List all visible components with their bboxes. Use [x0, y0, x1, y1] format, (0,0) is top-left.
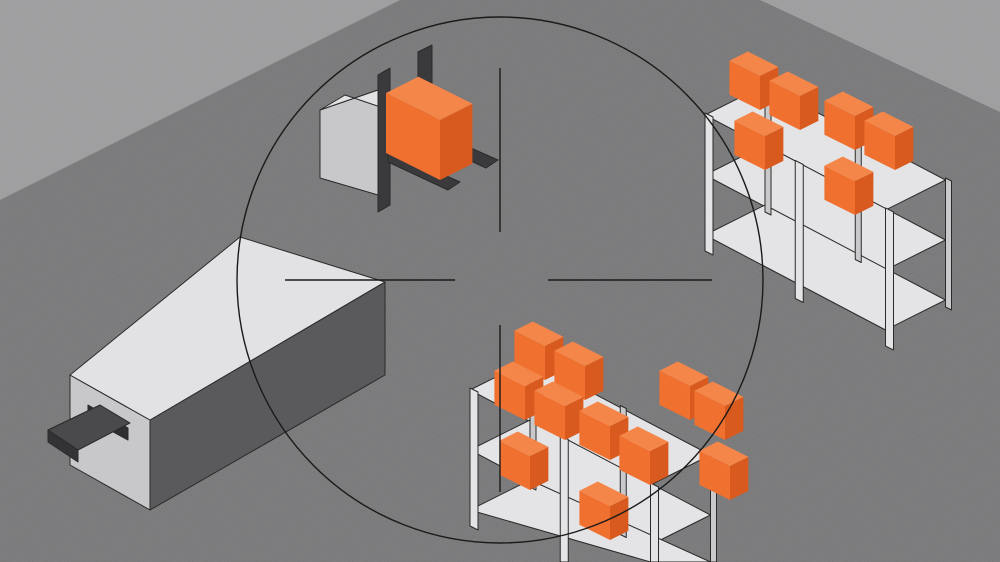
- shelf-post-back: [945, 177, 952, 311]
- box-left-face: [729, 60, 760, 110]
- box-right-face: [895, 126, 914, 170]
- machine-tray-edge: [47, 429, 79, 463]
- box-top-face: [699, 441, 749, 466]
- box-top-face: [494, 361, 544, 386]
- box-right-face: [650, 441, 669, 485]
- box-left-face: [579, 410, 610, 460]
- box-top-face: [499, 431, 549, 456]
- box-left-face: [386, 93, 440, 180]
- shelf-post: [794, 160, 804, 303]
- storage-shelf-right: [704, 51, 952, 351]
- orange-box: [864, 111, 914, 170]
- orange-box: [769, 71, 819, 130]
- box-left-face: [824, 100, 855, 150]
- conveyor-machine-illustration: [47, 236, 386, 511]
- box-left-face: [619, 435, 650, 485]
- box-right-face: [855, 171, 874, 215]
- shelf-post: [885, 207, 894, 351]
- box-right-face: [730, 456, 749, 500]
- orange-box: [499, 431, 549, 490]
- box-top-face: [694, 381, 744, 406]
- box-right-face: [800, 86, 819, 130]
- machine-top-face: [69, 236, 386, 421]
- box-top-face: [864, 111, 914, 136]
- box-right-face: [440, 103, 473, 180]
- box-left-face: [699, 450, 730, 500]
- forklift-illustration: [319, 44, 499, 213]
- box-top-face: [729, 51, 779, 76]
- orange-box: [534, 381, 584, 440]
- box-top-face: [824, 156, 874, 181]
- box-left-face: [494, 370, 525, 420]
- box-top-face: [579, 481, 629, 506]
- storage-shelf-bottom: [469, 321, 749, 562]
- box-top-face: [619, 426, 669, 451]
- box-top-face: [386, 76, 473, 120]
- box-left-face: [499, 440, 530, 490]
- box-left-face: [734, 120, 765, 170]
- box-top-face: [659, 361, 709, 386]
- orange-box: [619, 426, 669, 485]
- box-left-face: [864, 120, 895, 170]
- box-top-face: [734, 111, 784, 136]
- box-top-face: [579, 401, 629, 426]
- box-right-face: [530, 446, 549, 490]
- box-top-face: [514, 321, 564, 346]
- orange-box: [824, 156, 874, 215]
- shelf-post: [704, 112, 714, 256]
- box-top-face: [534, 381, 584, 406]
- box-top-face: [769, 71, 819, 96]
- orange-box: [824, 91, 874, 150]
- box-left-face: [659, 370, 690, 420]
- box-left-face: [824, 165, 855, 215]
- shelf-post: [650, 482, 659, 562]
- crosshair-target-icon: [236, 16, 764, 544]
- box-top-face: [824, 91, 874, 116]
- shelf-post: [559, 435, 569, 562]
- orange-box: [699, 441, 749, 500]
- box-right-face: [765, 126, 784, 170]
- box-right-face: [585, 356, 604, 400]
- orange-box: [734, 111, 784, 170]
- box-right-face: [610, 496, 629, 540]
- box-left-face: [534, 390, 565, 440]
- box-right-face: [565, 396, 584, 440]
- box-top-face: [554, 341, 604, 366]
- orange-box: [386, 76, 473, 180]
- shelf-post: [469, 387, 479, 531]
- box-left-face: [769, 80, 800, 130]
